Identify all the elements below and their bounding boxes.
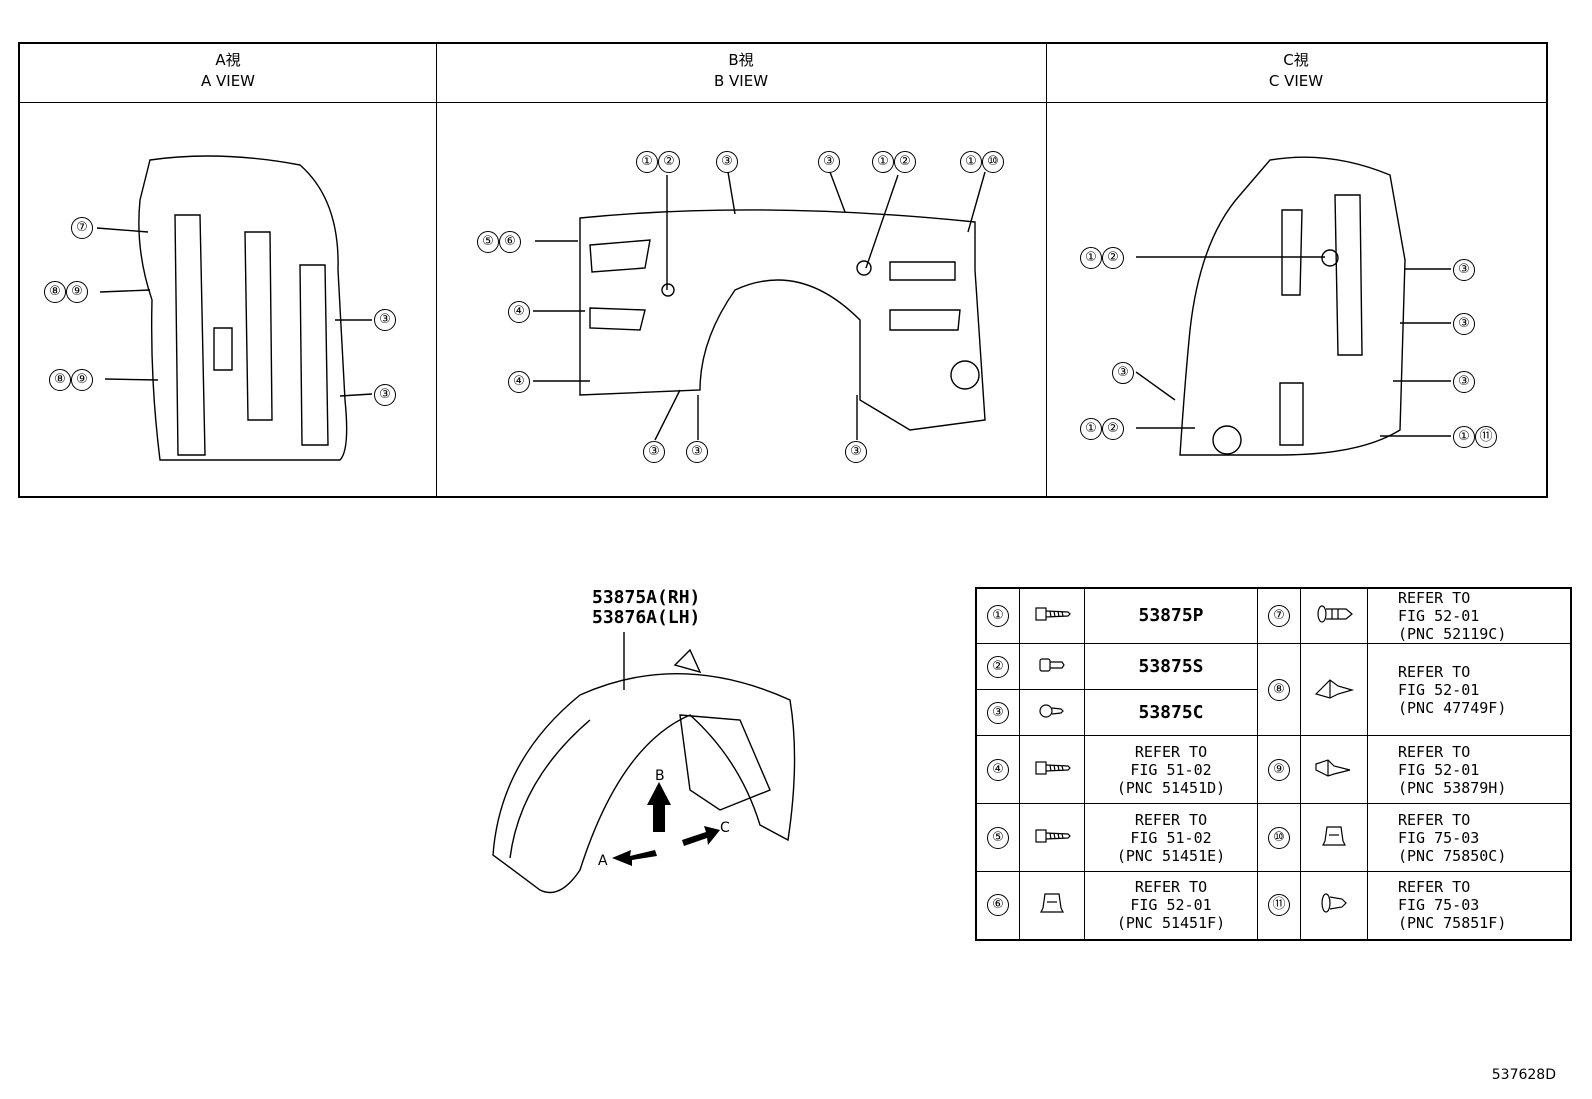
main-liner-drawing <box>492 648 796 894</box>
legend-num: ⑧ <box>1257 643 1301 736</box>
view-a-title-jp: A視 <box>215 51 241 69</box>
push-clip-icon <box>1300 587 1368 644</box>
callout: ③ <box>686 440 708 463</box>
view-c-header: C視 C VIEW <box>1046 50 1546 92</box>
arrow-c-icon <box>682 826 720 846</box>
arrow-a-icon <box>612 850 657 866</box>
bolt-icon <box>1019 735 1085 804</box>
view-a-title: A VIEW <box>200 72 256 90</box>
view-b-title: B VIEW <box>713 72 769 90</box>
view-b-liner-drawing <box>579 209 986 431</box>
part-number-label: 53875A(RH) 53876A(LH) <box>592 587 701 628</box>
callout: ③ <box>845 440 867 463</box>
legend-num: ⑪ <box>1257 871 1301 940</box>
callout: ④ <box>508 370 530 393</box>
legend-num: ⑥ <box>975 871 1020 940</box>
legend-num: ① <box>975 587 1020 644</box>
callout: ③ <box>818 150 840 173</box>
clip-icon <box>1019 643 1085 690</box>
grommet-icon <box>1300 871 1368 940</box>
legend-num: ④ <box>975 735 1020 804</box>
bolt-icon <box>1019 587 1085 644</box>
arrow-c-label: C <box>720 820 730 836</box>
view-arrows <box>612 782 720 866</box>
leader-lines <box>96 171 1451 690</box>
bolt-icon <box>1019 803 1085 872</box>
view-a-liner-drawing <box>138 155 348 461</box>
legend-num: ⑩ <box>1257 803 1301 872</box>
legend-num: ② <box>975 643 1020 690</box>
nut-clip-icon <box>1019 871 1085 940</box>
legend-num: ⑨ <box>1257 735 1301 804</box>
callout: ④ <box>508 300 530 323</box>
figure-id: 537628D <box>1491 1067 1556 1083</box>
view-divider <box>436 44 437 496</box>
screw-icon <box>1019 689 1085 736</box>
arrow-b-icon <box>647 782 671 832</box>
arrow-b-label: B <box>655 768 665 784</box>
view-divider <box>1046 44 1047 496</box>
legend-num: ⑦ <box>1257 587 1301 644</box>
callout: ③ <box>1453 312 1475 335</box>
callout: ③ <box>643 440 665 463</box>
view-c-title: C VIEW <box>1268 72 1324 90</box>
view-b-title-jp: B視 <box>728 51 754 69</box>
legend-text: 53875P <box>1084 587 1258 644</box>
callout: ③ <box>716 150 738 173</box>
callout: ③ <box>1112 361 1134 384</box>
legend-num: ③ <box>975 689 1020 736</box>
arrow-a-label: A <box>598 853 608 869</box>
callout: ⑦ <box>71 216 93 239</box>
legend-text: 53875C <box>1084 689 1258 736</box>
rivet-clip-icon <box>1300 643 1368 736</box>
view-c-liner-drawing <box>1179 156 1406 456</box>
view-a-header: A視 A VIEW <box>20 50 436 92</box>
snap-clip-icon <box>1300 735 1368 804</box>
legend-num: ⑤ <box>975 803 1020 872</box>
views-panel: A視 A VIEW B視 B VIEW C視 C VIEW <box>18 42 1548 498</box>
callout: ③ <box>1453 258 1475 281</box>
nut-clip-icon <box>1300 803 1368 872</box>
view-c-title-jp: C視 <box>1283 51 1309 69</box>
callout: ③ <box>374 383 396 406</box>
view-b-header: B視 B VIEW <box>436 50 1046 92</box>
callout: ③ <box>374 308 396 331</box>
legend-text: 53875S <box>1084 643 1258 690</box>
header-divider <box>20 102 1546 103</box>
callout: ③ <box>1453 370 1475 393</box>
